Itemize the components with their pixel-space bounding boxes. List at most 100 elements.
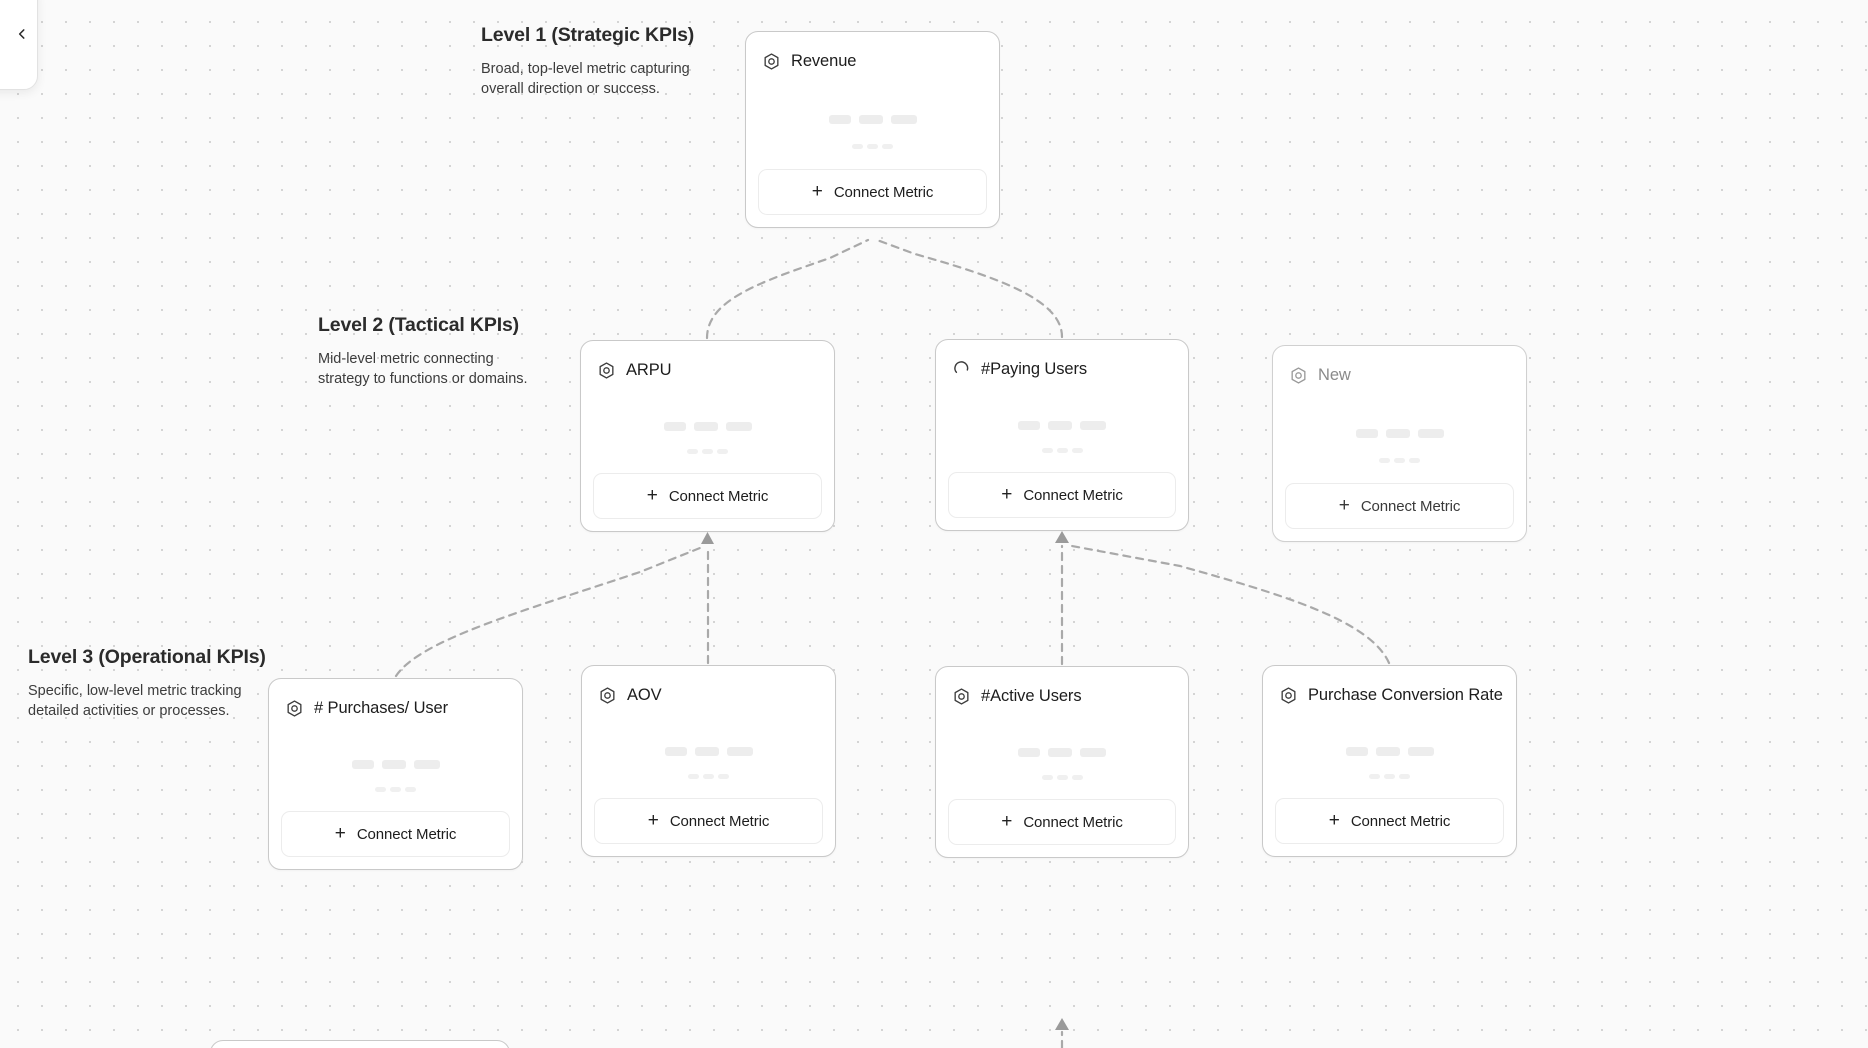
connect-metric-button[interactable]: + Connect Metric bbox=[1275, 798, 1504, 844]
skeleton-bar bbox=[858, 115, 883, 125]
skeleton-bar bbox=[1379, 457, 1390, 463]
connect-metric-label: Connect Metric bbox=[1023, 813, 1123, 831]
connect-metric-label: Connect Metric bbox=[833, 183, 934, 201]
skeleton-bar bbox=[890, 115, 917, 125]
node-header: AOV bbox=[582, 666, 835, 710]
skeleton-row-primary bbox=[1263, 746, 1516, 756]
node-title: New bbox=[1318, 366, 1351, 384]
metric-hexagon-icon bbox=[1279, 686, 1298, 705]
plus-icon: + bbox=[334, 822, 346, 844]
skeleton-bar bbox=[1407, 746, 1434, 756]
skeleton-bar bbox=[1355, 429, 1378, 439]
edge-conversion-to-paying-users bbox=[1070, 544, 1391, 665]
skeleton-bar bbox=[718, 774, 729, 780]
skeleton-row-secondary bbox=[1263, 774, 1516, 780]
edge-paying-users-to-revenue bbox=[875, 238, 1064, 339]
chevron-left-icon[interactable] bbox=[15, 27, 29, 41]
skeleton-bar bbox=[1056, 448, 1068, 454]
node-card-purchase-conversion-rate[interactable]: Purchase Conversion Rate + Connect Metri… bbox=[1262, 665, 1517, 857]
connect-metric-button[interactable]: + Connect Metric bbox=[593, 473, 822, 519]
skeleton-bar bbox=[1018, 747, 1040, 757]
node-card-aov[interactable]: AOV + Connect Metric bbox=[581, 665, 836, 857]
metric-hexagon-icon bbox=[598, 686, 617, 705]
skeleton-bar bbox=[1399, 774, 1410, 780]
metric-hexagon-icon bbox=[762, 52, 781, 71]
skeleton-bar bbox=[702, 449, 713, 455]
node-body bbox=[936, 711, 1188, 799]
plus-icon: + bbox=[811, 180, 823, 202]
connect-metric-label: Connect Metric bbox=[1023, 486, 1123, 504]
connect-metric-label: Connect Metric bbox=[1350, 812, 1451, 830]
skeleton-bar bbox=[1369, 774, 1380, 780]
node-title: Revenue bbox=[791, 52, 857, 70]
node-title: #Active Users bbox=[981, 687, 1082, 705]
plus-icon: + bbox=[647, 809, 659, 831]
node-header: ARPU bbox=[581, 341, 834, 385]
skeleton-bar bbox=[1385, 429, 1410, 439]
skeleton-bar bbox=[1375, 746, 1400, 756]
skeleton-bar bbox=[726, 746, 753, 756]
skeleton-bar bbox=[1071, 448, 1083, 454]
connect-metric-button[interactable]: + Connect Metric bbox=[758, 169, 987, 215]
node-card-active-users[interactable]: #Active Users + Connect Metric bbox=[935, 666, 1189, 858]
skeleton-bar bbox=[693, 421, 718, 431]
node-body bbox=[582, 710, 835, 798]
skeleton-row-secondary bbox=[581, 449, 834, 455]
level-3-description: Specific, low-level metric tracking deta… bbox=[28, 683, 242, 719]
level-3-label-block: Level 3 (Operational KPIs) Specific, low… bbox=[28, 646, 266, 721]
connect-metric-button[interactable]: + Connect Metric bbox=[594, 798, 823, 844]
skeleton-bar bbox=[390, 787, 401, 793]
connect-metric-button[interactable]: + Connect Metric bbox=[948, 799, 1176, 845]
metric-hexagon-icon bbox=[285, 699, 304, 718]
plus-icon: + bbox=[1001, 810, 1013, 832]
node-header: #Paying Users bbox=[936, 340, 1188, 384]
skeleton-bar bbox=[852, 143, 863, 149]
skeleton-row-primary bbox=[269, 759, 522, 769]
node-card-purchases-per-user[interactable]: # Purchases/ User + Connect Metric bbox=[268, 678, 523, 870]
node-card-arpu[interactable]: ARPU + Connect Metric bbox=[580, 340, 835, 532]
node-card-offscreen-bottom[interactable] bbox=[210, 1040, 510, 1048]
node-title: # Purchases/ User bbox=[314, 699, 449, 717]
skeleton-row-secondary bbox=[746, 143, 999, 149]
node-card-new[interactable]: New + Connect Metric bbox=[1272, 345, 1527, 542]
node-body bbox=[746, 76, 999, 169]
plus-icon: + bbox=[646, 484, 658, 506]
skeleton-bar bbox=[664, 746, 687, 756]
plus-icon: + bbox=[1338, 494, 1350, 516]
skeleton-bar bbox=[1041, 448, 1053, 454]
level-3-title: Level 3 (Operational KPIs) bbox=[28, 646, 266, 668]
node-card-paying-users[interactable]: #Paying Users + Connect Metric bbox=[935, 339, 1189, 531]
node-title: Purchase Conversion Rate bbox=[1308, 686, 1503, 704]
skeleton-bar bbox=[1071, 775, 1083, 781]
node-header: # Purchases/ User bbox=[269, 679, 522, 723]
skeleton-row-primary bbox=[1273, 429, 1526, 439]
skeleton-bar bbox=[1417, 429, 1444, 439]
node-body bbox=[269, 723, 522, 811]
node-header: #Active Users bbox=[936, 667, 1188, 711]
skeleton-bar bbox=[882, 143, 893, 149]
connect-metric-button[interactable]: + Connect Metric bbox=[948, 472, 1176, 518]
edge-arpu-to-revenue bbox=[705, 238, 870, 340]
skeleton-bar bbox=[1041, 775, 1053, 781]
connect-metric-button[interactable]: + Connect Metric bbox=[281, 811, 510, 857]
skeleton-bar bbox=[381, 759, 406, 769]
level-1-description: Broad, top-level metric capturing overal… bbox=[481, 61, 690, 97]
skeleton-row-primary bbox=[936, 420, 1188, 430]
skeleton-row-secondary bbox=[1273, 457, 1526, 463]
skeleton-row-secondary bbox=[936, 775, 1188, 781]
skeleton-bar bbox=[1409, 457, 1420, 463]
connect-metric-button[interactable]: + Connect Metric bbox=[1285, 483, 1514, 529]
node-title: ARPU bbox=[626, 361, 672, 379]
node-body bbox=[936, 384, 1188, 472]
skeleton-bar bbox=[1394, 457, 1405, 463]
skeleton-bar bbox=[351, 759, 374, 769]
level-1-label-block: Level 1 (Strategic KPIs) Broad, top-leve… bbox=[481, 24, 696, 99]
node-header: New bbox=[1273, 346, 1526, 390]
skeleton-bar bbox=[688, 774, 699, 780]
skeleton-bar bbox=[1048, 420, 1072, 430]
skeleton-bar bbox=[703, 774, 714, 780]
skeleton-bar bbox=[413, 759, 440, 769]
node-card-revenue[interactable]: Revenue + Connect Metric bbox=[745, 31, 1000, 228]
collapsed-side-panel[interactable] bbox=[0, 0, 38, 90]
